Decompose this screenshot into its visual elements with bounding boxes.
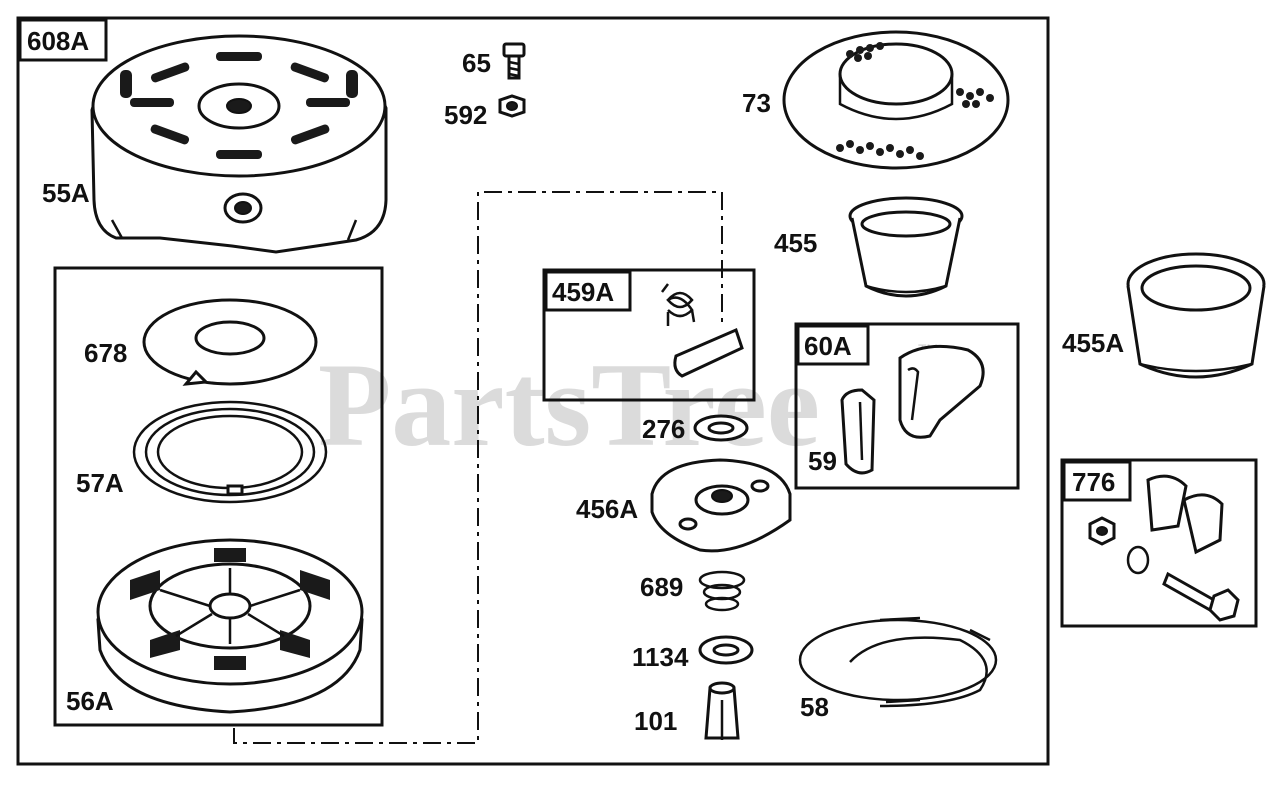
box-776	[1060, 458, 1258, 628]
part-56A-pulley[interactable]	[96, 538, 364, 714]
part-60A-handle[interactable]	[840, 344, 985, 475]
part-456A-retainer[interactable]	[650, 458, 792, 553]
part-1134-washer[interactable]	[698, 635, 754, 665]
label-58[interactable]: 58	[800, 692, 829, 722]
part-276-washer[interactable]	[693, 414, 749, 442]
part-455A-cup[interactable]	[1126, 252, 1266, 379]
label-608A[interactable]: 608A	[27, 26, 89, 56]
label-73[interactable]: 73	[742, 88, 771, 118]
label-55A[interactable]: 55A	[42, 178, 90, 208]
outer-frame	[16, 16, 1050, 766]
part-55A-housing[interactable]	[90, 34, 388, 254]
part-101-pin[interactable]	[704, 681, 740, 740]
label-276[interactable]: 276	[642, 414, 685, 444]
label-689[interactable]: 689	[640, 572, 683, 602]
label-1134[interactable]: 1134	[632, 642, 689, 672]
part-455-cup[interactable]	[848, 196, 964, 298]
part-459A-pawl-spring[interactable]	[661, 283, 744, 378]
label-box-459A	[544, 270, 632, 312]
label-65[interactable]: 65	[462, 48, 491, 78]
part-73-screen[interactable]	[782, 30, 1010, 170]
label-60A[interactable]: 60A	[804, 331, 852, 361]
part-592-nut[interactable]	[498, 94, 526, 118]
part-776-clamp-kit[interactable]	[1088, 474, 1240, 622]
watermark: PartsTree	[318, 338, 820, 471]
label-455[interactable]: 455	[774, 228, 817, 258]
label-59[interactable]: 59	[808, 446, 837, 476]
spring-pulley-group-box	[53, 266, 384, 727]
connector-line	[233, 191, 723, 744]
part-678-washer[interactable]	[142, 298, 318, 386]
label-678[interactable]: 678	[84, 338, 127, 368]
box-60A	[794, 322, 1020, 490]
label-592[interactable]: 592	[444, 100, 487, 130]
part-689-spring[interactable]	[698, 570, 746, 612]
label-456A[interactable]: 456A	[576, 494, 638, 524]
label-box-60A	[796, 324, 870, 366]
label-459A[interactable]: 459A	[552, 277, 614, 307]
label-56A[interactable]: 56A	[66, 686, 114, 716]
label-776[interactable]: 776	[1072, 467, 1115, 497]
part-65-bolt[interactable]	[502, 42, 526, 80]
box-459A	[542, 268, 756, 402]
label-box-608A	[18, 18, 108, 62]
label-455A[interactable]: 455A	[1062, 328, 1124, 358]
part-57A-spring[interactable]	[132, 369, 328, 504]
label-box-776	[1062, 460, 1132, 502]
label-101[interactable]: 101	[634, 706, 677, 736]
part-58-rope[interactable]	[798, 616, 998, 708]
label-57A[interactable]: 57A	[76, 468, 124, 498]
